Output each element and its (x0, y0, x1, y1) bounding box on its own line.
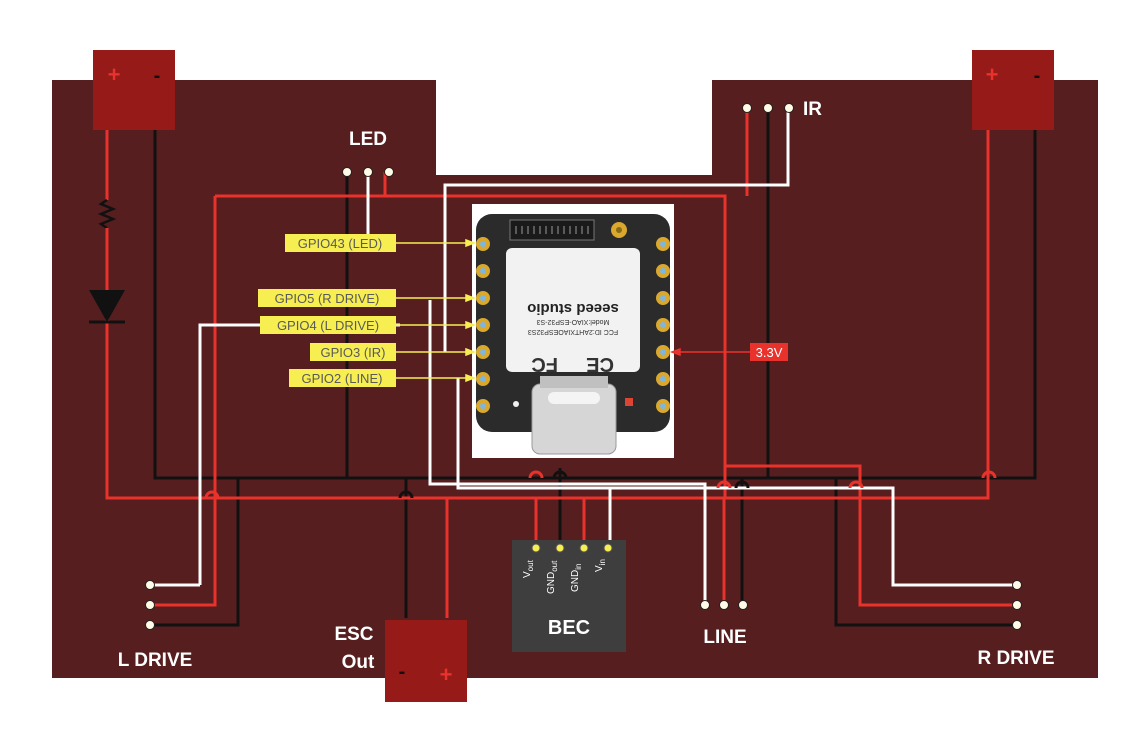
model-id: Model:XIAO-ESP32-S3 (537, 318, 610, 325)
label-r-drive: R DRIVE (977, 648, 1054, 669)
module-pins-right (656, 237, 670, 413)
label-ir: IR (803, 99, 822, 120)
label-led: LED (349, 129, 387, 150)
bec-pin-vout: Vout (522, 559, 535, 578)
signal-arrows (396, 238, 477, 383)
resistor (97, 198, 117, 230)
brand-text: seeed studio (527, 300, 619, 317)
red-wires (105, 110, 1017, 618)
gpio-label-led: GPIO43 (LED) (298, 236, 383, 251)
power-label: 3.3V (750, 343, 788, 361)
bec-pin-labels: Vout GNDout GNDin Vin (522, 559, 607, 594)
battery-v1: V1 + - (93, 22, 175, 130)
plus-terminal: + (986, 62, 999, 87)
gpio-label-ir: GPIO3 (IR) (320, 345, 385, 360)
power-arrow (669, 347, 750, 357)
fcc-id: FCC ID:2AHTXIAOESP32S3 (528, 328, 618, 335)
board-labels: LED IR L DRIVE R DRIVE LINE (118, 99, 1055, 671)
white-wires (150, 110, 1017, 605)
label-v2: V2 (1001, 22, 1024, 43)
label-esc: ESC (334, 624, 373, 645)
gpio-label-r-drive: GPIO5 (R DRIVE) (275, 291, 380, 306)
bec-pin-gndout: GNDout (546, 560, 559, 594)
xiao-esp32s3-module: CE FC FCC ID:2AHTXIAOESP32S3 Model:XIAO-… (472, 204, 674, 458)
diode (89, 228, 125, 324)
gpio-label-line: GPIO2 (LINE) (302, 371, 383, 386)
label-l-drive: L DRIVE (118, 650, 193, 671)
header-pins (145, 103, 1022, 630)
plus-terminal: + (108, 62, 121, 87)
gpio-labels: GPIO43 (LED) GPIO5 (R DRIVE) GPIO4 (L DR… (258, 234, 396, 387)
gpio-label-l-drive: GPIO4 (L DRIVE) (277, 318, 379, 333)
label-esc-out: Out (342, 652, 375, 673)
power-label-3v3: 3.3V (756, 345, 783, 360)
minus-terminal: - (1034, 65, 1041, 87)
plus-terminal: + (440, 662, 453, 687)
label-line: LINE (703, 627, 746, 648)
minus-terminal: - (154, 65, 161, 87)
label-bec: BEC (548, 617, 590, 639)
wire-crossovers (204, 470, 997, 499)
bec-pin-gndin: GNDin (570, 564, 583, 592)
bec-module: Vout GNDout GNDin Vin BEC (512, 540, 626, 652)
battery-v2: V2 + - (972, 22, 1054, 130)
bec-pin-vin: Vin (594, 559, 607, 572)
minus-terminal: - (399, 661, 406, 683)
label-v1: V1 (122, 22, 146, 43)
fcc-mark: FC (531, 353, 558, 375)
ce-mark: CE (586, 353, 614, 375)
esc-out-connector: - + ESC Out (334, 620, 467, 702)
